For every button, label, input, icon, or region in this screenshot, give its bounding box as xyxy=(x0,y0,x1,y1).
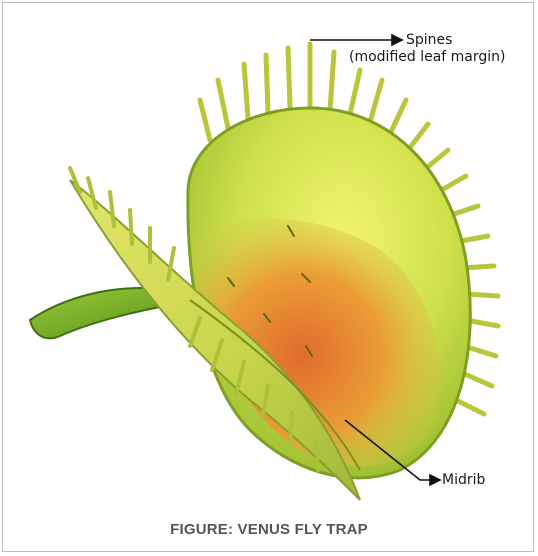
spines-sublabel: (modified leaf margin) xyxy=(349,49,506,65)
midrib-label: Midrib xyxy=(442,472,485,488)
spines-arrow xyxy=(310,35,402,45)
figure-caption: FIGURE: VENUS FLY TRAP xyxy=(0,521,538,538)
spines-label: Spines xyxy=(406,32,452,48)
